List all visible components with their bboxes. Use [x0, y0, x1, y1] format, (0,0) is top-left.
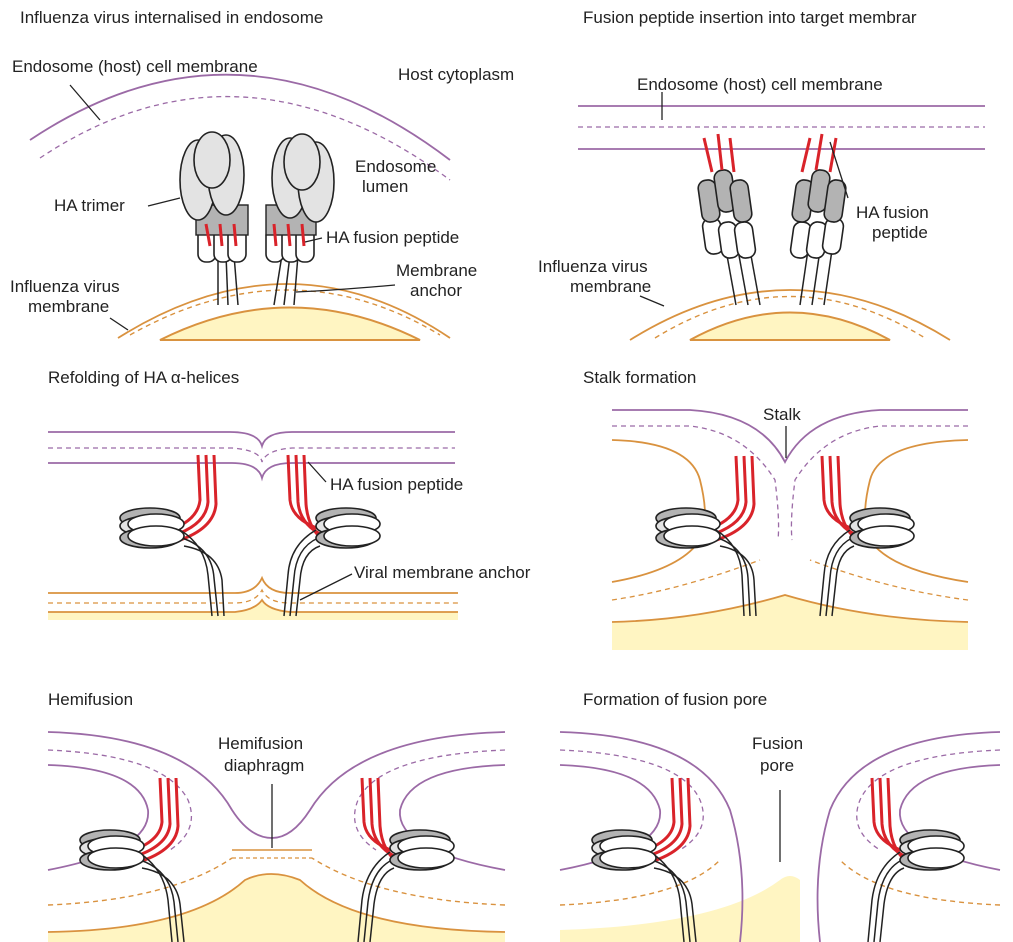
- ha-refolded-left: [120, 455, 224, 616]
- ha-head-right-p5: [390, 830, 454, 870]
- label-host-cytoplasm: Host cytoplasm: [398, 65, 514, 84]
- label-ha-trimer: HA trimer: [54, 196, 125, 215]
- ha-head-left-p6: [592, 830, 656, 870]
- ha-left-p4: [656, 456, 756, 616]
- label-endosome: Endosome: [355, 157, 436, 176]
- virus-membrane-p3: [48, 578, 458, 620]
- label-membrane: Membrane: [396, 261, 477, 280]
- label-endosome-membrane-p2: Endosome (host) cell membrane: [637, 75, 883, 94]
- panel-hemifusion: Hemifusion: [48, 690, 505, 942]
- label-fusion: Fusion: [752, 734, 803, 753]
- label-diaphragm: diaphragm: [224, 756, 304, 775]
- ha-extended-left: [697, 134, 760, 305]
- label-anchor: anchor: [410, 281, 462, 300]
- panel-internalised: Influenza virus internalised in endosome: [10, 8, 514, 340]
- panel-title-stalk-formation: Stalk formation: [583, 368, 696, 387]
- panel-title-refolding: Refolding of HA α-helices: [48, 368, 239, 387]
- ha-trimer-left: [180, 132, 248, 305]
- ha-head-right-p4: [850, 508, 914, 548]
- ha-head-right-p3: [316, 508, 380, 548]
- label-virus-membrane-p1: membrane: [28, 297, 109, 316]
- label-influenza-virus-p1: Influenza virus: [10, 277, 120, 296]
- label-ha-fusion-peptide-p1: HA fusion peptide: [326, 228, 459, 247]
- label-endosome-membrane-p1: Endosome (host) cell membrane: [12, 57, 258, 76]
- panel-title-internalised: Influenza virus internalised in endosome: [20, 8, 323, 27]
- label-viral-membrane-anchor: Viral membrane anchor: [354, 563, 531, 582]
- ha-right-p4: [820, 456, 914, 616]
- host-membrane-p3: [48, 432, 455, 478]
- label-pore: pore: [760, 756, 794, 775]
- label-stalk: Stalk: [763, 405, 801, 424]
- ha-extended-right: [790, 134, 847, 305]
- ha-head-left-p4: [656, 508, 720, 548]
- virus-interior-p6: [560, 876, 800, 942]
- label-peptide-p2: peptide: [872, 223, 928, 242]
- ha-trimer-right: [266, 134, 334, 305]
- panel-peptide-insertion: Fusion peptide insertion into target mem…: [538, 8, 985, 340]
- ha-head-right-p6: [900, 830, 964, 870]
- label-lumen: lumen: [362, 177, 408, 196]
- panel-title-fusion-pore: Formation of fusion pore: [583, 690, 767, 709]
- ha-left-p6: [592, 778, 696, 942]
- panel-fusion-pore: Formation of fusion pore: [560, 690, 1000, 942]
- label-ha-fusion-p2: HA fusion: [856, 203, 929, 222]
- panel-title-hemifusion: Hemifusion: [48, 690, 133, 709]
- stalk-membranes: [612, 410, 968, 600]
- endosome-membrane-p2: [578, 106, 985, 149]
- virus-interior-p4: [612, 595, 968, 650]
- ha-head-left-p3: [120, 508, 184, 548]
- ha-head-left-p5: [80, 830, 144, 870]
- label-virus-membrane-p2: membrane: [570, 277, 651, 296]
- panel-title-peptide-insertion: Fusion peptide insertion into target mem…: [583, 8, 917, 27]
- panel-refolding: Refolding of HA α-helices: [48, 368, 531, 620]
- virus-particle-p2: [630, 290, 950, 340]
- label-influenza-virus-p2: Influenza virus: [538, 257, 648, 276]
- panel-stalk-formation: Stalk formation: [583, 368, 968, 650]
- ha-right-p6: [868, 778, 964, 942]
- virus-interior-p5: [48, 874, 505, 942]
- label-ha-fusion-peptide-p3: HA fusion peptide: [330, 475, 463, 494]
- label-hemifusion: Hemifusion: [218, 734, 303, 753]
- virus-particle: [118, 284, 450, 340]
- ha-right-p5: [358, 778, 454, 942]
